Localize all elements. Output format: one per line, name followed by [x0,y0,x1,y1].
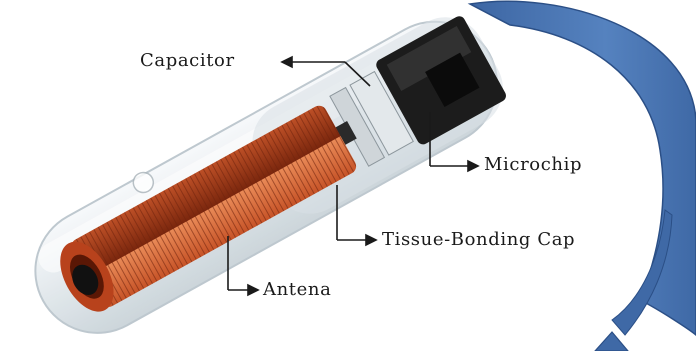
antena-label: Antena [263,279,331,300]
microchip-label: Microchip [484,154,582,175]
capacitor-label: Capacitor [140,50,235,71]
tissue-bonding-cap-label: Tissue-Bonding Cap [382,229,575,250]
curved-arrow-icon [470,1,696,351]
